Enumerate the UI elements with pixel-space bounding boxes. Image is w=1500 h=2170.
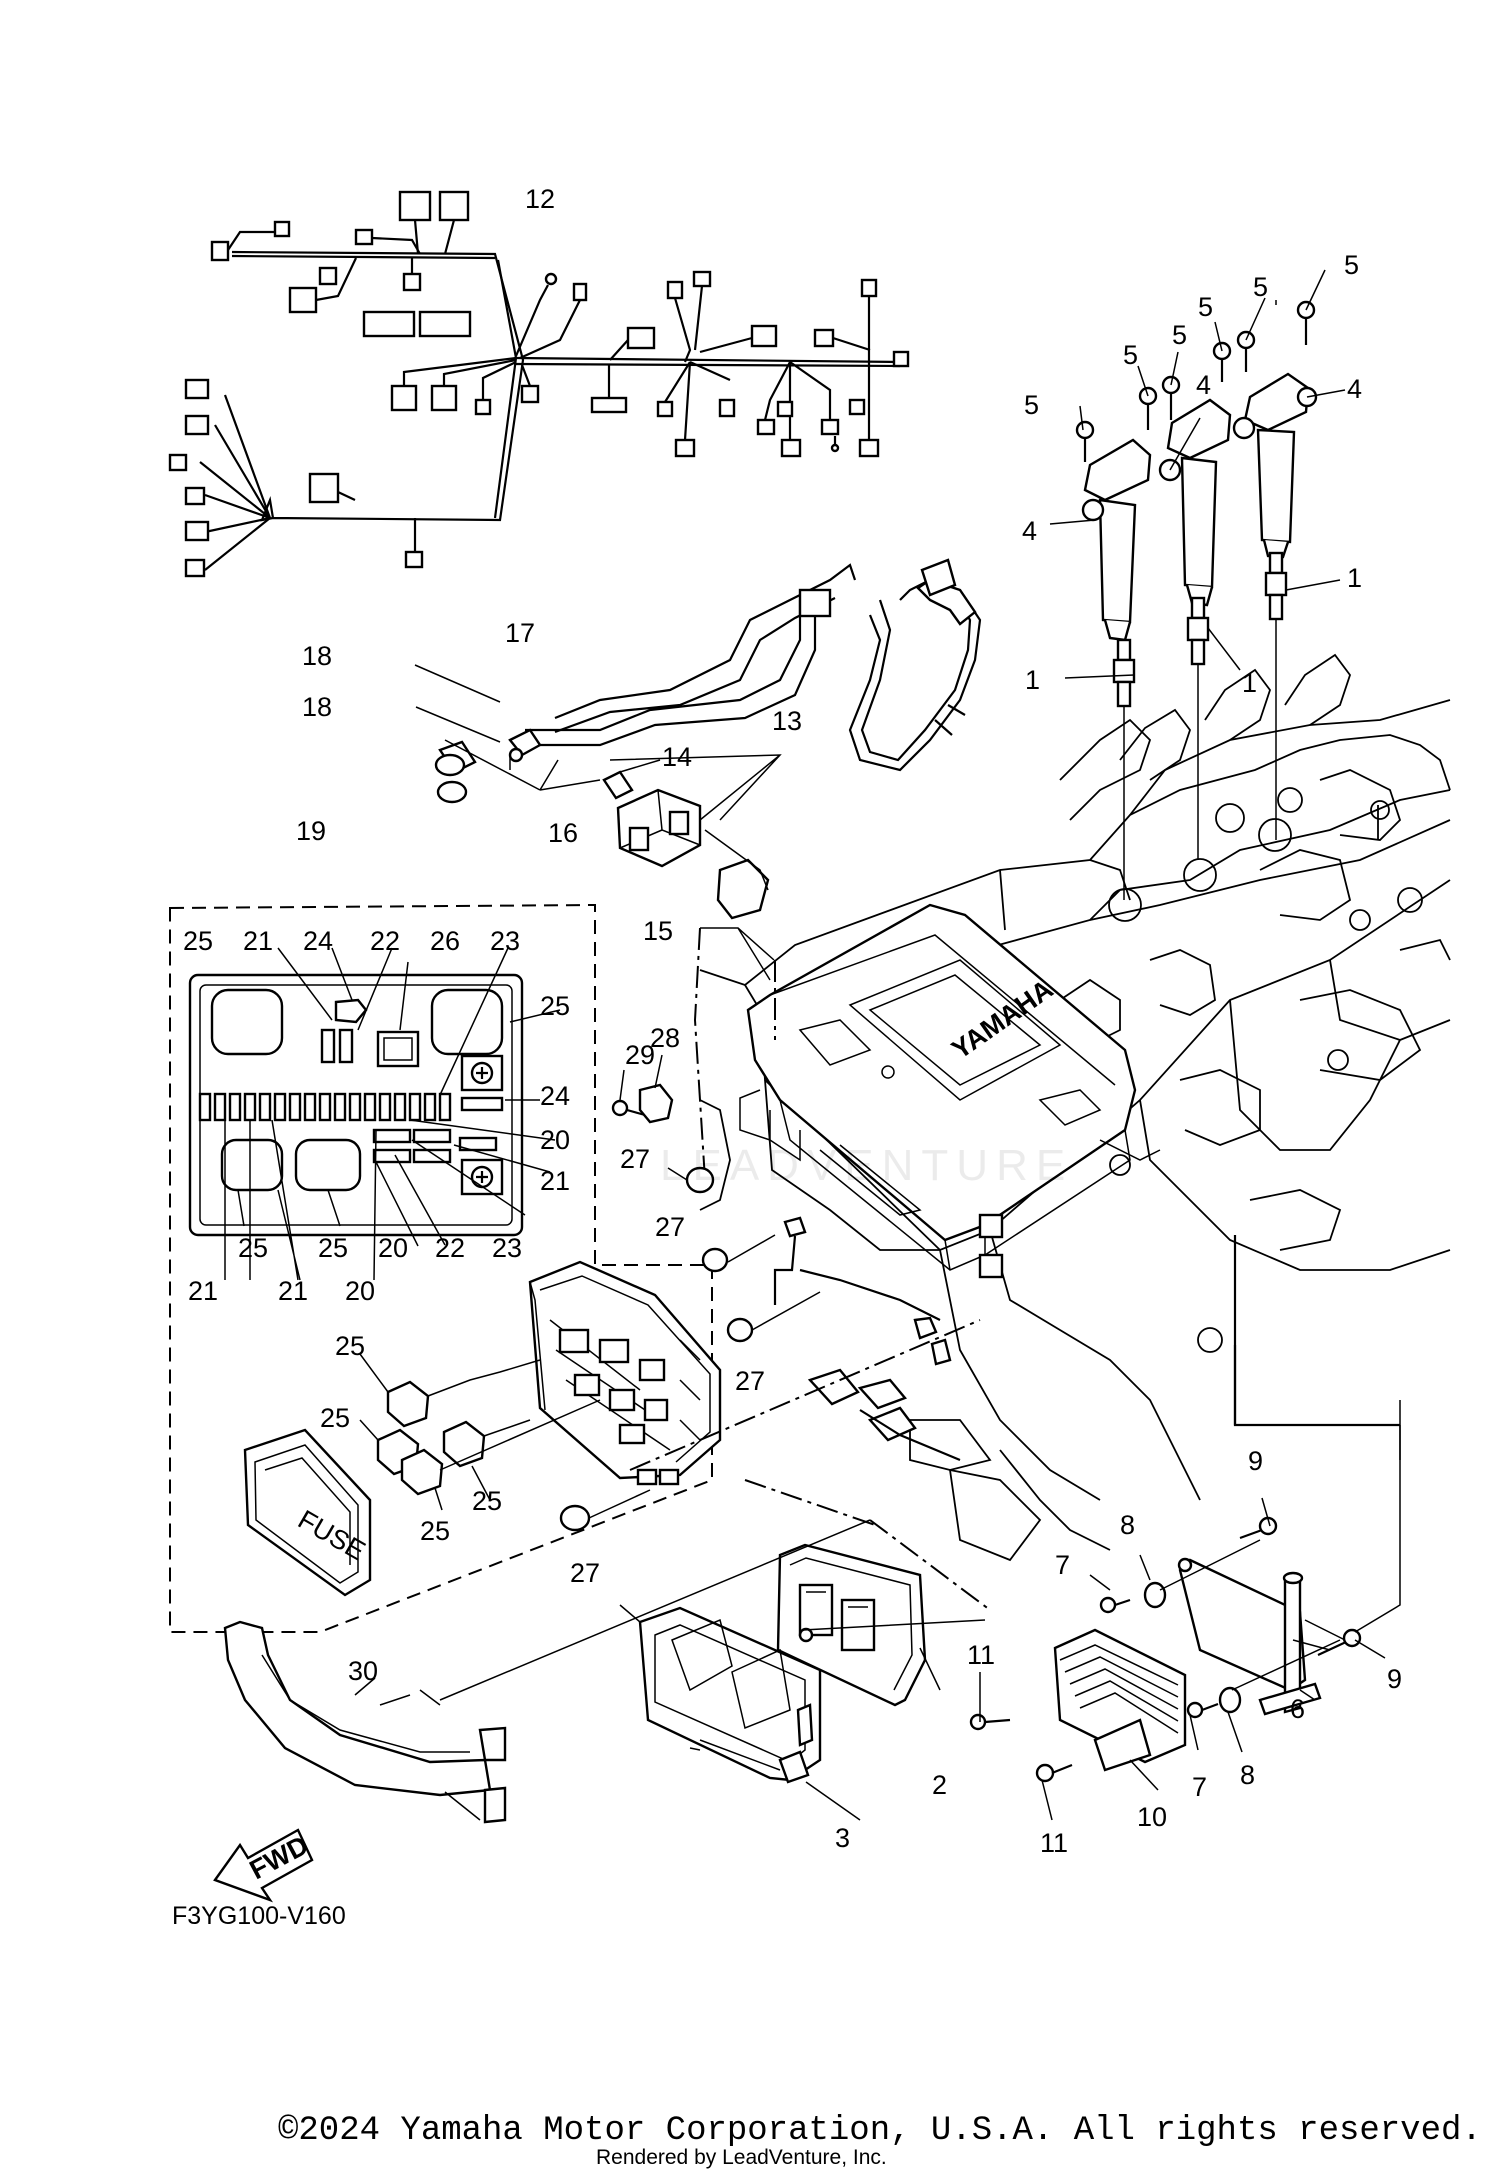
callout-21: 21 [243,926,273,956]
callout-24: 24 [303,926,333,956]
callout-6: 6 [1290,1694,1305,1724]
callout-15: 15 [643,916,673,946]
forward-direction-arrow: FWD [213,1828,314,1903]
washers [1099,1581,1242,1719]
callout-17: 17 [505,618,535,648]
callout-26: 26 [430,926,460,956]
relay-assembly [539,754,782,981]
relay-modules [359,1353,601,1511]
callout-2: 2 [932,1770,947,1800]
regulator-assembly [1053,1557,1346,1772]
callout-23: 23 [492,1233,522,1263]
callout-25: 25 [183,926,213,956]
callout-5: 5 [1172,320,1187,350]
callout-labels: 12 5 5 5 5 5 5 4 4 4 1 1 1 17 18 18 13 1… [183,184,1402,1858]
callout-3: 3 [835,1823,850,1853]
callout-13: 13 [772,706,802,736]
callout-18: 18 [302,641,332,671]
callout-4: 4 [1196,370,1211,400]
callout-25: 25 [318,1233,348,1263]
callout-5: 5 [1198,292,1213,322]
fuse-cover: FUSE [243,1428,372,1597]
callout-12: 12 [525,184,555,214]
callout-25: 25 [540,991,570,1021]
callout-19: 19 [296,816,326,846]
callout-7: 7 [1055,1550,1070,1580]
callout-24: 24 [540,1081,570,1111]
callout-11: 11 [967,1640,995,1670]
wire-harness [168,190,910,578]
callout-5: 5 [1344,250,1359,280]
callout-18: 18 [302,692,332,722]
callout-30: 30 [348,1656,378,1686]
callout-28: 28 [650,1023,680,1053]
engine-block [699,653,1451,1562]
callout-25: 25 [420,1516,450,1546]
callout-8: 8 [1120,1510,1135,1540]
callout-25: 25 [335,1331,365,1361]
fuse-box-callout-frame [169,903,713,1633]
fuse-box-body [528,1260,722,1486]
callout-29: 29 [625,1040,655,1070]
fuse-panel [188,947,561,1281]
harness-connectors [773,1216,961,1462]
callout-21: 21 [278,1276,308,1306]
callout-21: 21 [540,1166,570,1196]
callout-20: 20 [345,1276,375,1306]
callout-1: 1 [1242,668,1257,698]
callout-16: 16 [548,818,578,848]
rendered-by-credit: Rendered by LeadVenture, Inc. [596,2146,887,2169]
callout-5: 5 [1123,340,1138,370]
callout-4: 4 [1347,374,1362,404]
callout-27: 27 [620,1144,650,1174]
callout-20: 20 [378,1233,408,1263]
callout-10: 10 [1137,1802,1167,1832]
battery-cable [414,558,982,804]
callout-7: 7 [1192,1772,1207,1802]
callout-4: 4 [1022,516,1037,546]
grommets [559,1166,821,1532]
callout-22: 22 [370,926,400,956]
callout-1: 1 [1347,563,1362,593]
watermark-text: LEADVENTURE [660,1141,1073,1190]
ecu-bracket [223,1620,507,1824]
fuse-row [198,1092,452,1122]
callout-11: 11 [1040,1828,1068,1858]
callout-27: 27 [655,1212,685,1242]
diagram-code: F3YG100-V160 [172,1902,346,1930]
callout-5: 5 [1253,272,1268,302]
callout-20: 20 [540,1125,570,1155]
callout-5: 5 [1024,390,1039,420]
ignition-coils [1049,269,1346,900]
callout-27: 27 [735,1366,765,1396]
callout-9: 9 [1248,1446,1263,1476]
callout-21: 21 [188,1276,218,1306]
callout-25: 25 [238,1233,268,1263]
callout-1: 1 [1025,665,1040,695]
intake-cover: YAMAHA [739,903,1161,1279]
callout-14: 14 [662,742,692,772]
callout-8: 8 [1240,1760,1255,1790]
callout-22: 22 [435,1233,465,1263]
ecu-cover [638,1606,822,1784]
callout-25: 25 [320,1403,350,1433]
copyright-notice: ©2024 Yamaha Motor Corporation, U.S.A. A… [278,2112,1482,2150]
callout-25: 25 [472,1486,502,1516]
regulator-bolts [969,1516,1362,1783]
callout-27: 27 [570,1558,600,1588]
callout-23: 23 [490,926,520,956]
callout-9: 9 [1387,1664,1402,1694]
